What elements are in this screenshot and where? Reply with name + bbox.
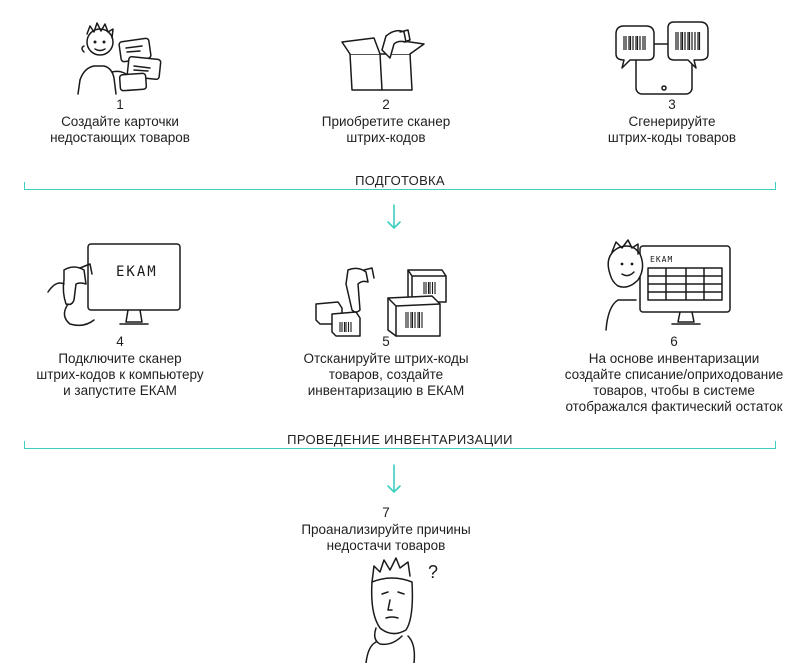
step-text-line: инвентаризацию в ЕКАМ bbox=[307, 383, 465, 398]
step-text-line: На основе инвентаризации bbox=[588, 351, 760, 366]
monitor-with-scanner-illustration: EKAM bbox=[44, 240, 184, 332]
step-text-line: Приобретите сканер bbox=[321, 114, 451, 129]
boxes-with-scanner-illustration bbox=[312, 266, 452, 338]
step-number: 1 bbox=[116, 97, 124, 112]
step-text-line: товаров, чтобы в системе bbox=[593, 383, 755, 398]
step-number: 5 bbox=[382, 334, 390, 349]
monitor-6-text: EKAM bbox=[650, 255, 673, 264]
step-text-line: создайте списание/оприходование bbox=[564, 367, 784, 382]
step-number: 3 bbox=[668, 97, 676, 112]
thinking-person-illustration: ? bbox=[352, 554, 452, 663]
step-number: 6 bbox=[670, 334, 678, 349]
monitor-4-text: EKAM bbox=[116, 264, 158, 280]
step-text-line: штрих-кодов bbox=[346, 130, 426, 145]
step-text-line: Отсканируйте штрих-коды bbox=[303, 351, 469, 366]
step-text-line: Проанализируйте причины bbox=[301, 522, 471, 537]
step-4: 4 Подключите сканер штрих-кодов к компью… bbox=[0, 334, 240, 399]
step-text-line: товаров, создайте bbox=[328, 367, 444, 382]
down-arrow-icon bbox=[386, 204, 402, 235]
person-with-report-monitor-illustration: EKAM bbox=[600, 234, 734, 332]
step-text-line: недостачи товаров bbox=[326, 538, 446, 553]
step-6: 6 На основе инвентаризации создайте спис… bbox=[544, 334, 800, 415]
section-bracket-preparation bbox=[24, 182, 776, 190]
device-with-barcodes-illustration bbox=[612, 20, 712, 96]
step-text-line: и запустите ЕКАМ bbox=[63, 383, 177, 398]
step-1: 1 Создайте карточки недостающих товаров bbox=[0, 97, 240, 146]
step-text-line: Подключите сканер bbox=[58, 351, 182, 366]
section-label-inventory: ПРОВЕДЕНИЕ ИНВЕНТАРИЗАЦИИ bbox=[287, 432, 513, 447]
section-bracket-inventory bbox=[24, 441, 776, 449]
step-number: 4 bbox=[116, 334, 124, 349]
box-with-scanner-illustration bbox=[340, 28, 430, 94]
step-text-line: отображался фактический остаток bbox=[565, 399, 783, 414]
step-3: 3 Сгенерируйте штрих-коды товаров bbox=[552, 97, 792, 146]
question-mark: ? bbox=[428, 562, 438, 582]
section-label-preparation: ПОДГОТОВКА bbox=[355, 173, 445, 188]
step-number: 2 bbox=[382, 97, 390, 112]
step-7: 7 Проанализируйте причины недостачи това… bbox=[266, 505, 506, 554]
step-text-line: штрих-кодов к компьютеру bbox=[36, 367, 204, 382]
step-text-line: Создайте карточки bbox=[61, 114, 179, 129]
step-number: 7 bbox=[382, 505, 390, 520]
person-with-cards-illustration bbox=[70, 18, 170, 96]
step-2: 2 Приобретите сканер штрих-кодов bbox=[266, 97, 506, 146]
step-text-line: Сгенерируйте bbox=[628, 114, 716, 129]
step-text-line: недостающих товаров bbox=[50, 130, 190, 145]
step-5: 5 Отсканируйте штрих-коды товаров, созда… bbox=[266, 334, 506, 399]
down-arrow-icon bbox=[386, 464, 402, 499]
step-text-line: штрих-коды товаров bbox=[607, 130, 737, 145]
